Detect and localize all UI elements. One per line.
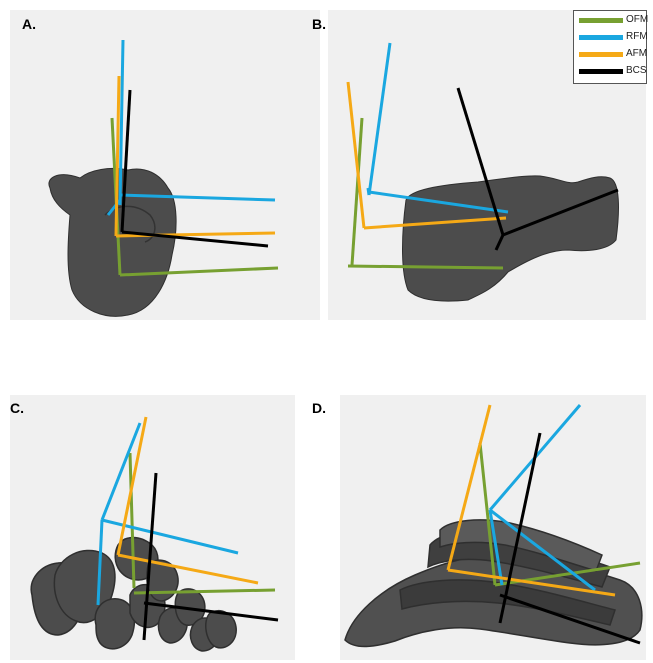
- panel-d-figure: [340, 395, 646, 660]
- panel-b-label: B.: [312, 16, 326, 32]
- rfm-axis-short: [368, 188, 369, 195]
- panel-c-label: C.: [10, 400, 24, 416]
- panel-a: [10, 10, 320, 320]
- legend-swatch-ofm: [579, 18, 623, 23]
- panel-a-figure: [10, 10, 320, 320]
- panel-d-label: D.: [312, 400, 326, 416]
- legend-item-afm: AFM: [579, 47, 645, 63]
- panel-a-label: A.: [22, 16, 36, 32]
- legend-label-rfm: RFM: [626, 31, 648, 42]
- legend-label-afm: AFM: [626, 48, 647, 59]
- legend: OFM RFM AFM BCS: [573, 10, 647, 84]
- panel-d: [340, 395, 646, 660]
- legend-item-rfm: RFM: [579, 30, 645, 46]
- legend-item-ofm: OFM: [579, 13, 645, 29]
- legend-item-bcs: BCS: [579, 64, 645, 80]
- legend-swatch-bcs: [579, 69, 623, 74]
- legend-label-bcs: BCS: [626, 65, 647, 76]
- panel-c-figure: [10, 395, 295, 660]
- legend-label-ofm: OFM: [626, 14, 648, 25]
- legend-swatch-afm: [579, 52, 623, 57]
- legend-swatch-rfm: [579, 35, 623, 40]
- panel-c: [10, 395, 295, 660]
- ofm-axis-horizontal: [348, 266, 503, 268]
